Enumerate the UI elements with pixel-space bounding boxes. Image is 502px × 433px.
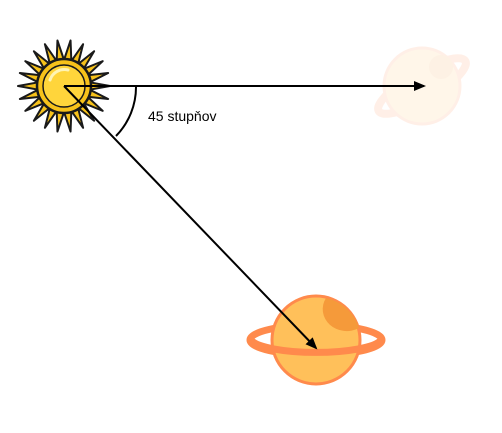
arrow-diagonal	[63, 85, 318, 350]
planet-icon	[246, 294, 386, 386]
angle-label: 45 stupňov	[148, 108, 217, 124]
angle-arc	[115, 85, 138, 137]
